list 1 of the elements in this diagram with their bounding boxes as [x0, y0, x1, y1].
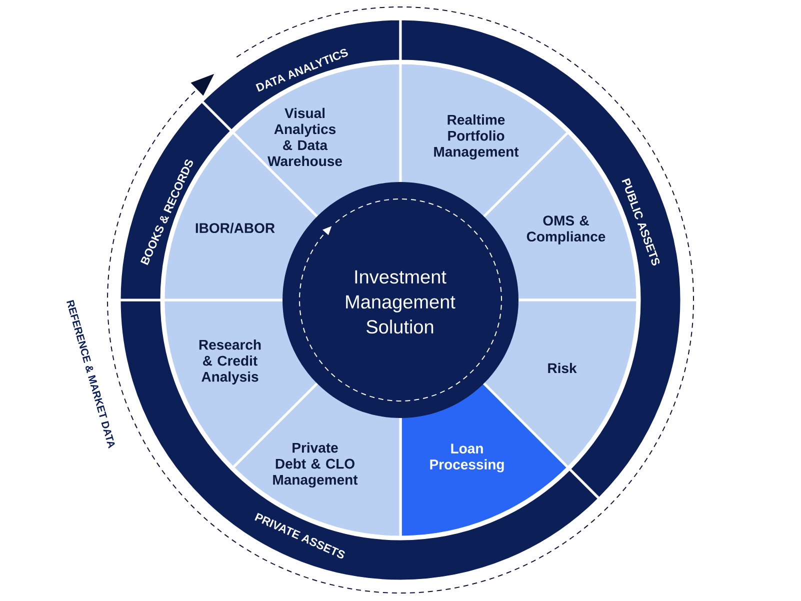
segment: Loan Processing	[399, 378, 570, 538]
